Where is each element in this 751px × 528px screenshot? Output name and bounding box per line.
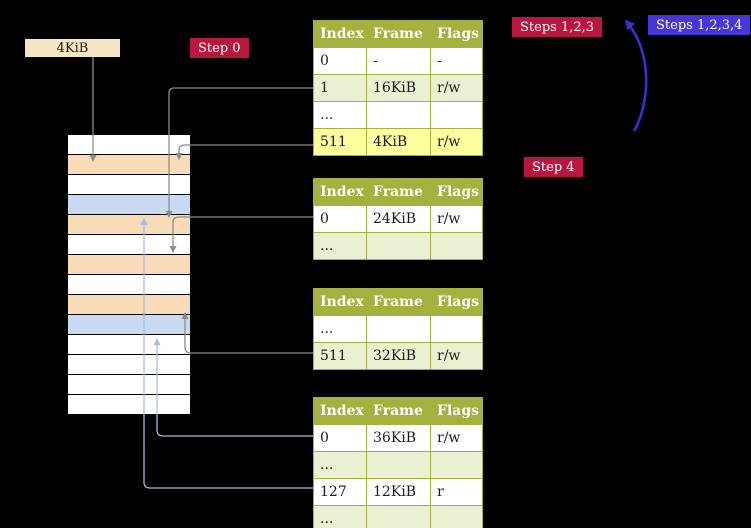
badge-step-4: Step 4 [524, 157, 583, 177]
memory-row-9 [68, 315, 190, 334]
table-cell: r/w [430, 343, 482, 369]
table-cell: 0 [320, 211, 329, 227]
arrow-table3-entry511-to-32kib-frame [181, 312, 313, 354]
badge-step-0: Step 0 [190, 38, 249, 58]
column-header: Index [320, 184, 364, 200]
table-cell [430, 506, 482, 528]
table-row: 0 -- [314, 47, 482, 74]
table-cell: r/w [430, 206, 482, 232]
table-cell: ... [320, 457, 334, 473]
table-cell: 16KiB [366, 75, 430, 101]
column-header: Frame [366, 179, 430, 205]
table-cell: - [430, 48, 482, 74]
table-cell: - [366, 48, 430, 74]
table-cell: 4KiB [366, 129, 430, 155]
arrow-table1-entry511-to-4kib-frame [175, 144, 313, 160]
table-row: ... [314, 505, 482, 528]
memory-row-11 [68, 355, 190, 374]
table-cell [430, 102, 482, 128]
table-cell: r/w [430, 129, 482, 155]
memory-row-2 [68, 175, 190, 194]
column-header: Flags [430, 289, 482, 315]
table-cell: 0 [320, 430, 329, 446]
arrow-table1-entry1-to-16kib-frame [165, 87, 313, 218]
arrow-table2-entry0-to-24kib-frame [169, 216, 313, 253]
table-row: ... [314, 232, 482, 259]
memory-row-10 [68, 335, 190, 354]
memory-row-3 [68, 195, 190, 214]
table-cell: 511 [320, 348, 347, 364]
table-cell: 0 [320, 53, 329, 69]
table-cell: ... [320, 321, 334, 337]
table-cell [366, 233, 430, 259]
table-cell: 24KiB [366, 206, 430, 232]
table-cell: 12KiB [366, 479, 430, 505]
memory-row-7 [68, 275, 190, 294]
root-table-address-box: 4KiB [25, 39, 120, 57]
table-cell [430, 233, 482, 259]
table-cell: ... [320, 107, 334, 123]
column-header: Frame [366, 398, 430, 424]
column-header: Flags [430, 21, 482, 47]
table-cell: 36KiB [366, 425, 430, 451]
table-cell [366, 316, 430, 342]
table-row: ... [314, 315, 482, 342]
table-cell: r/w [430, 425, 482, 451]
table-cell [366, 102, 430, 128]
table-cell: r [430, 479, 482, 505]
column-header: Index [320, 26, 364, 42]
badge-steps-1-2-3-4: Steps 1,2,3,4 [648, 15, 751, 35]
memory-row-12 [68, 375, 190, 394]
memory-row-4 [68, 215, 190, 234]
table-cell: r/w [430, 75, 482, 101]
column-header: Frame [366, 289, 430, 315]
table-cell: 511 [320, 134, 347, 150]
memory-row-13 [68, 395, 190, 414]
column-header: Frame [366, 21, 430, 47]
column-header: Flags [430, 398, 482, 424]
table-cell [430, 316, 482, 342]
arrow-recursive-loop [624, 19, 648, 132]
memory-row-0 [68, 135, 190, 154]
memory-column [68, 135, 190, 415]
table-cell: ... [320, 511, 334, 527]
table-row: ... [314, 451, 482, 478]
memory-row-5 [68, 235, 190, 254]
column-header: Flags [430, 179, 482, 205]
column-header: Index [320, 403, 364, 419]
memory-row-6 [68, 255, 190, 274]
table-cell [366, 452, 430, 478]
column-header: Index [320, 294, 364, 310]
memory-row-1 [68, 155, 190, 174]
table-cell: 127 [320, 484, 347, 500]
memory-row-8 [68, 295, 190, 314]
table-cell: ... [320, 238, 334, 254]
badge-steps-1-2-3: Steps 1,2,3 [512, 17, 603, 37]
table-cell [430, 452, 482, 478]
table-cell [366, 506, 430, 528]
table-row: ... [314, 101, 482, 128]
table-cell: 1 [320, 80, 329, 96]
table-cell: 32KiB [366, 343, 430, 369]
